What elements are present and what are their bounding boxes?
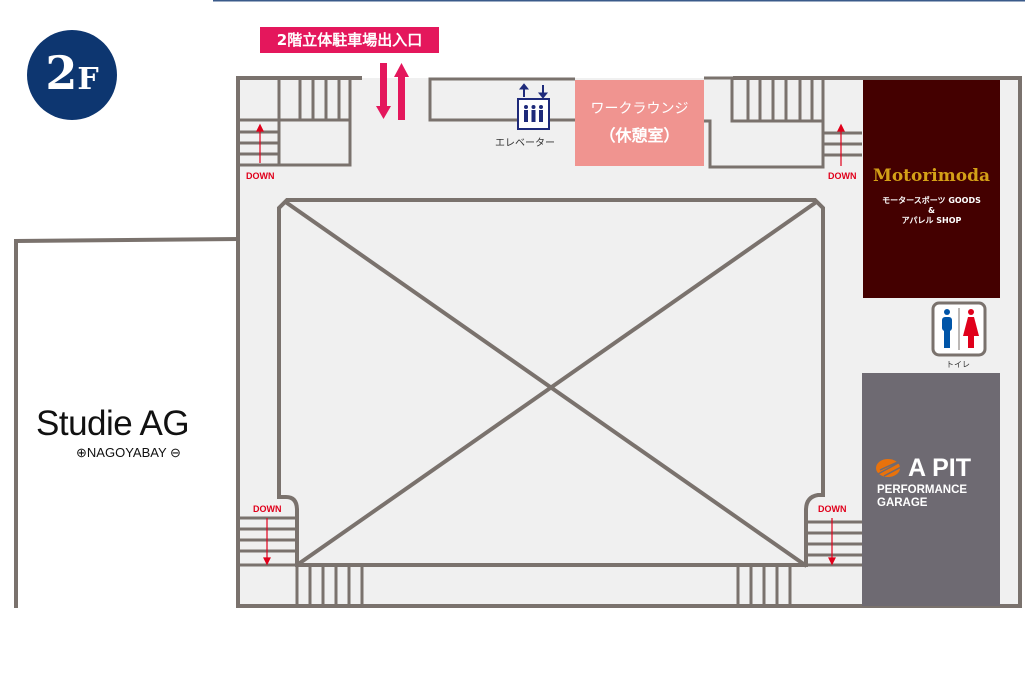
elevator-label: エレベーター [495, 138, 555, 149]
motorimoda-desc-line: モータースポーツ GOODS [882, 196, 981, 205]
stairs-down-label: DOWN [818, 504, 847, 514]
atrium-void [277, 198, 825, 567]
motorimoda-name: Motorimoda [873, 166, 990, 186]
parking-entrance-label: 2階立体駐車場出入口 [260, 27, 439, 53]
lounge-sublabel: （休憩室） [599, 126, 680, 145]
apit-logo-icon [876, 459, 904, 477]
minus-circle-icon: ⊖ [166, 445, 181, 460]
studie-sub: ⊕NAGOYABAY ⊖ [76, 445, 181, 461]
apit-name: A PIT [908, 454, 971, 482]
studie-wall [14, 236, 241, 608]
floor-label: 2F [27, 46, 117, 100]
lounge-label: ワークラウンジ [590, 101, 689, 117]
plus-circle-icon: ⊕ [76, 445, 87, 460]
floor-number: 2 [45, 46, 78, 100]
stairs-down-label: DOWN [828, 171, 857, 181]
motorimoda-desc-line: アパレル SHOP [901, 216, 962, 225]
studie-area [16, 240, 238, 606]
apit-shop [862, 373, 1000, 606]
stairs-arrows [256, 123, 845, 566]
motorimoda-desc: モータースポーツ GOODS & アパレル SHOP [863, 196, 1000, 226]
studie-name: Studie AG [36, 404, 190, 443]
stairs-down-label: DOWN [246, 171, 275, 181]
motorimoda-shop [863, 80, 1000, 298]
toilet-icon [931, 301, 987, 357]
apit-desc-line: GARAGE [877, 497, 928, 509]
apit-desc-line: PERFORMANCE [877, 484, 968, 496]
toilet-label: トイレ [946, 360, 970, 369]
work-lounge [575, 80, 704, 166]
floor-badge [27, 30, 117, 120]
elevator-icon [517, 83, 550, 130]
apit-desc: PERFORMANCE GARAGE [877, 484, 967, 510]
motorimoda-desc-line: & [928, 206, 935, 215]
floor-suffix: F [77, 62, 99, 97]
parking-arrows-icon [376, 63, 409, 120]
studie-sub-text: NAGOYABAY [86, 445, 167, 460]
stairs-down-label: DOWN [253, 504, 282, 514]
